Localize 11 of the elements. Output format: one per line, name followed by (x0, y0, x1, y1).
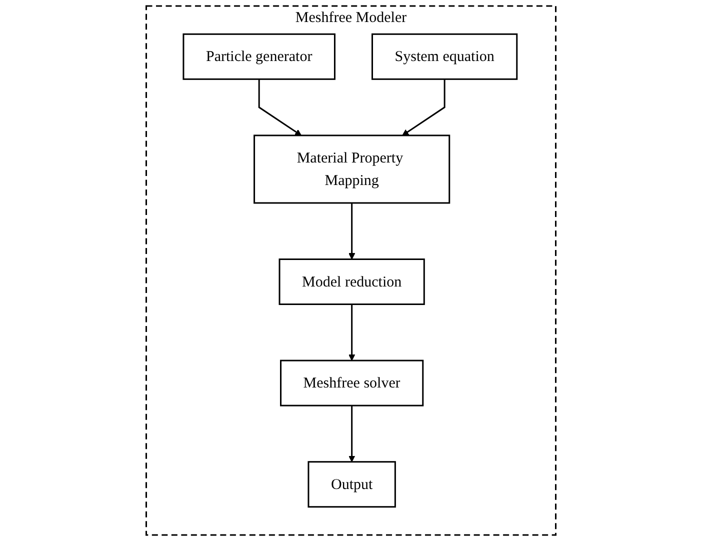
node-box: Meshfree solver (280, 360, 424, 406)
arrow (348, 304, 356, 361)
node-box: Model reduction (278, 258, 425, 306)
node-box: Output (308, 461, 396, 508)
arrow (402, 79, 446, 136)
node-box: Particle generator (182, 33, 336, 80)
node-box: Material Property Mapping (254, 134, 450, 204)
node-box: System equation (372, 33, 518, 80)
arrow (348, 202, 356, 260)
arrow (258, 79, 302, 136)
arrow (348, 406, 356, 462)
